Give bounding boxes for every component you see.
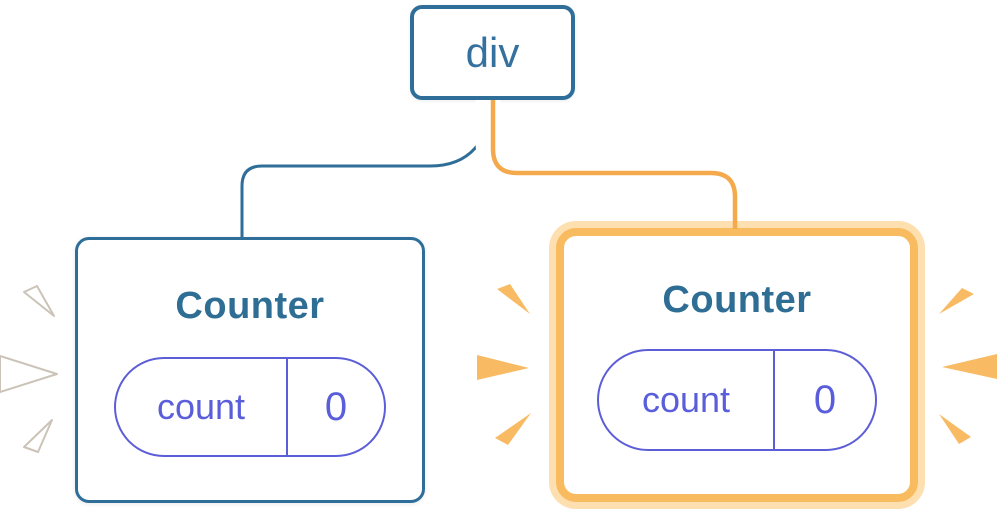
root-div-label: div <box>465 28 520 76</box>
root-div-node: div <box>410 5 575 100</box>
orange-sparks-right-of-right-card <box>939 288 997 444</box>
counter-title-right: Counter <box>662 279 812 321</box>
white-spark-bottom <box>23 419 53 453</box>
counter-card-right-highlighted: Counter count 0 <box>556 228 918 502</box>
orange-spark-middle-right <box>942 354 997 379</box>
white-spark-middle <box>0 355 58 393</box>
white-spark-top <box>23 285 55 317</box>
state-label-left: count <box>116 359 288 455</box>
white-sparks-left-card <box>0 285 58 453</box>
state-value-left: 0 <box>324 384 348 429</box>
state-value-right: 0 <box>813 377 837 422</box>
orange-spark-top-right <box>939 288 974 314</box>
orange-spark-top-left <box>497 284 530 314</box>
orange-spark-bottom-left <box>495 413 531 445</box>
edge-to-right-counter-highlighted <box>490 100 738 229</box>
orange-spark-bottom-right <box>939 414 971 444</box>
orange-spark-middle-left <box>477 355 529 380</box>
counter-card-left: Counter count 0 <box>75 237 425 503</box>
edge-highlight-casing <box>475 100 740 219</box>
edge-to-left-counter <box>240 101 492 240</box>
state-pill-left: count 0 <box>114 357 386 457</box>
state-label-right: count <box>599 351 775 449</box>
state-pill-right: count 0 <box>597 349 877 451</box>
orange-sparks-left-of-right-card <box>477 284 531 445</box>
counter-title-left: Counter <box>175 285 325 327</box>
